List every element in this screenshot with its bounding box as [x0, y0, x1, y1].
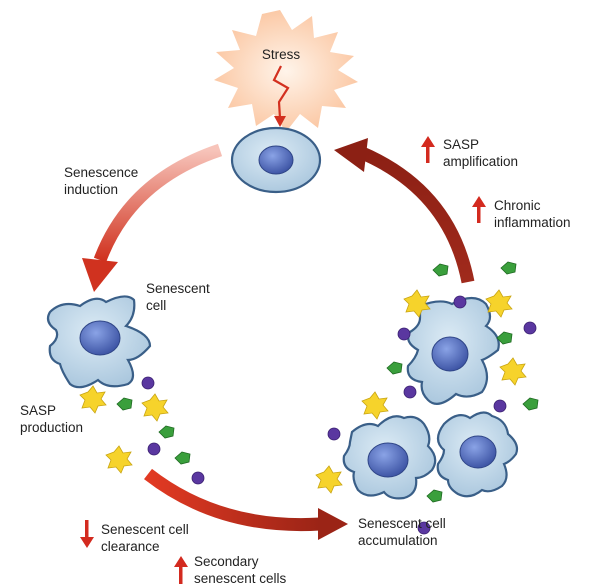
senescent-cell-accumulation-label: Senescent cell accumulation [358, 516, 446, 548]
senescence-induction-arrowhead [82, 258, 118, 292]
accumulation-arrowhead [318, 508, 348, 540]
senescent-cell-clearance-label: Senescent cell clearance [101, 522, 189, 554]
sasp-amplification-up-arrow [421, 136, 435, 163]
senescence-induction-arrow [93, 143, 223, 263]
sasp-production-label: SASP production [20, 403, 84, 435]
sasp-purple-dots [141, 295, 537, 535]
amplification-arrow [357, 146, 475, 284]
sasp-yellow-particles [79, 289, 527, 494]
chronic-inflammation-label: Chronic inflammation [494, 198, 571, 230]
secondary-senescent-cells-label: Secondary senescent cells [194, 554, 287, 586]
stress-burst [214, 10, 358, 132]
stress-arrowhead [274, 116, 286, 127]
normal-cell-nucleus [258, 145, 294, 175]
stress-label: Stress [261, 47, 301, 62]
secondary-senescent-up-arrow [174, 556, 188, 584]
clearance-down-arrow [80, 520, 94, 548]
chronic-inflammation-up-arrow [472, 196, 486, 223]
accumulation-arrow [144, 468, 321, 532]
senescent-cell-label: Senescent cell [146, 281, 210, 313]
senescence-induction-label: Senescence induction [64, 165, 139, 197]
stress-arrow [272, 65, 290, 119]
senescent-cell-cluster-top-nucleus [431, 336, 469, 372]
senescent-cell-cluster-left-nucleus [367, 442, 409, 478]
senescent-cell-cluster-right-nucleus [459, 435, 497, 469]
senescent-cell-left-nucleus [79, 320, 121, 356]
amplification-arrowhead [334, 138, 368, 172]
sasp-amplification-label: SASP amplification [443, 137, 519, 169]
sasp-green-particles [116, 261, 539, 503]
